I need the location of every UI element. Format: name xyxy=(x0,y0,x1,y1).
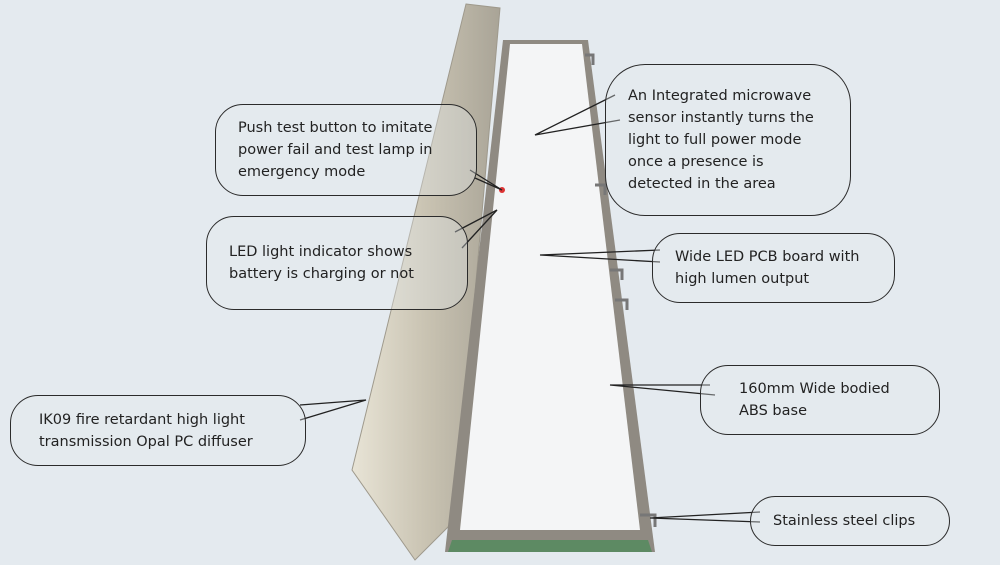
callout-led-indicator: LED light indicator shows battery is cha… xyxy=(206,216,468,310)
callout-text: Stainless steel clips xyxy=(773,513,916,529)
callout-diffuser: IK09 fire retardant high light transmiss… xyxy=(10,395,306,466)
callout-text: An Integrated microwave sensor instantly… xyxy=(628,88,814,192)
steel-clips xyxy=(585,53,657,527)
callout-text: Push test button to imitate power fail a… xyxy=(238,120,433,180)
callout-clips: Stainless steel clips xyxy=(750,496,950,546)
callout-text: Wide LED PCB board with high lumen outpu… xyxy=(675,249,860,287)
callout-text: 160mm Wide bodied ABS base xyxy=(739,381,890,419)
callout-pcb-board: Wide LED PCB board with high lumen outpu… xyxy=(652,233,895,303)
callout-microwave-sensor: An Integrated microwave sensor instantly… xyxy=(605,64,851,216)
base-bottom-strip xyxy=(448,540,652,552)
callout-abs-base: 160mm Wide bodied ABS base xyxy=(700,365,940,435)
callout-text: LED light indicator shows battery is cha… xyxy=(229,244,414,282)
led-pcb-board xyxy=(460,44,640,530)
callout-pointers xyxy=(299,94,761,523)
callout-test-button: Push test button to imitate power fail a… xyxy=(215,104,477,196)
callout-text: IK09 fire retardant high light transmiss… xyxy=(39,411,253,450)
